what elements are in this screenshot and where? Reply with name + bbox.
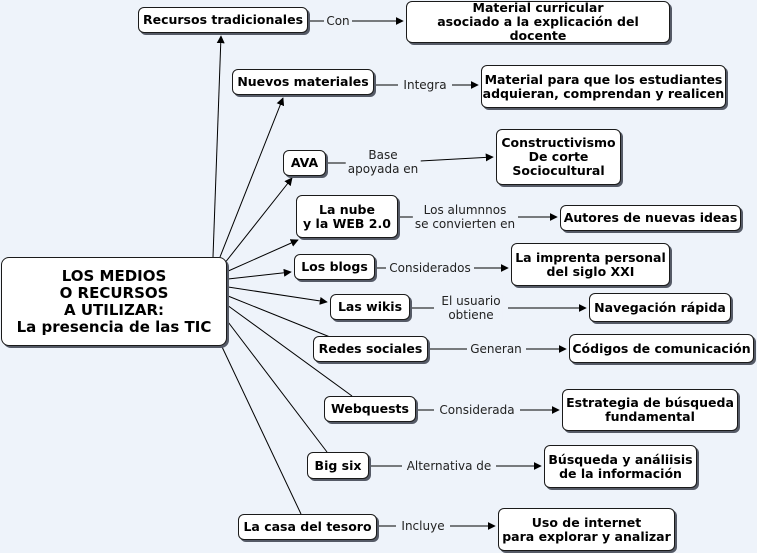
- branch-node-big-six: Big six: [307, 452, 369, 479]
- branch-node-ava: AVA: [283, 150, 326, 176]
- target-node-constructivismo: Constructivismo De corte Sociocultural: [496, 129, 621, 185]
- root-connector-3: [225, 239, 299, 273]
- link-label-incluye: Incluye: [399, 519, 447, 533]
- link-label-considerada: Considerada: [437, 403, 517, 417]
- branch-node-los-blogs: Los blogs: [294, 254, 375, 280]
- root-connector-2: [223, 177, 293, 265]
- target-node-busqueda: Búsqueda y análiisis de la información: [544, 445, 697, 488]
- root-connector-1: [219, 97, 285, 258]
- target-node-uso-internet: Uso de internet para explorar y analizar: [498, 508, 675, 551]
- branch-node-webquests: Webquests: [324, 396, 416, 422]
- target-arrow-2: [419, 153, 494, 162]
- link-label-considerados: Considerados: [387, 261, 473, 275]
- link-label-integra: Integra: [401, 78, 449, 92]
- target-node-autores: Autores de nuevas ideas: [560, 205, 741, 231]
- target-node-codigos: Códigos de comunicación: [569, 334, 754, 363]
- target-node-material-estudiantes: Material para que los estudiantes adquie…: [481, 65, 726, 108]
- target-node-estrategia: Estrategia de búsqueda fundamental: [562, 389, 738, 431]
- target-node-imprenta: La imprenta personal del siglo XXI: [511, 243, 670, 286]
- branch-node-casa-tesoro: La casa del tesoro: [238, 514, 377, 540]
- target-node-material-curricular: Material curricular asociado a la explic…: [406, 1, 670, 43]
- link-label-alternativa: Alternativa de: [404, 459, 494, 473]
- link-label-con: Con: [324, 14, 352, 28]
- branch-node-la-nube: La nube y la WEB 2.0: [296, 195, 398, 238]
- branch-node-redes-sociales: Redes sociales: [313, 336, 428, 362]
- root-connector-6: [227, 295, 331, 338]
- link-label-base-apoyada: Base apoyada en: [345, 148, 421, 176]
- branch-node-nuevos-materiales: Nuevos materiales: [232, 69, 374, 95]
- root-node: LOS MEDIOS O RECURSOS A UTILIZAR: La pre…: [1, 257, 227, 346]
- link-label-generan: Generan: [468, 342, 524, 356]
- root-connector-0: [212, 35, 225, 258]
- target-node-navegacion: Navegación rápida: [589, 293, 731, 322]
- link-label-usuario-obtiene: El usuario obtiene: [439, 294, 503, 322]
- link-label-alumnos: Los alumnnos se convierten en: [412, 203, 518, 231]
- branch-node-recursos-tradicionales: Recursos tradicionales: [138, 7, 308, 33]
- root-connector-5: [227, 286, 328, 305]
- branch-node-las-wikis: Las wikis: [330, 294, 410, 320]
- root-connector-7: [226, 304, 353, 397]
- root-connector-4: [227, 268, 292, 280]
- root-connector-9: [214, 331, 302, 515]
- root-connector-8: [224, 317, 328, 453]
